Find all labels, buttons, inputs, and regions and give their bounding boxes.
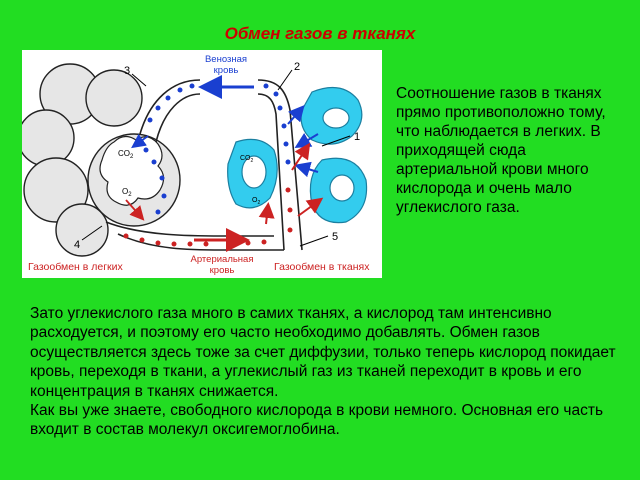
body-paragraph-1: Зато углекислого газа много в самих ткан… xyxy=(30,305,616,400)
tissue-co2-label: CO2 xyxy=(240,155,254,164)
tissue-cells xyxy=(227,86,368,224)
venous-label-line2: кровь xyxy=(214,65,239,76)
lung-diffusion-arrows xyxy=(125,133,149,221)
lung-co2-label: CO2 xyxy=(118,149,134,160)
number-1: 1 xyxy=(354,131,360,143)
number-4: 4 xyxy=(74,239,80,251)
tissue-o2-label: O2 xyxy=(252,197,260,206)
alveolus-inner xyxy=(99,135,165,206)
gas-exchange-diagram: Венозная кровь Артериальная кровь Газооб… xyxy=(22,50,382,278)
tissue-exchange-label: Газообмен в тканях xyxy=(274,261,370,273)
venous-label-line1: Венозная xyxy=(205,54,247,65)
body-text: Зато углекислого газа много в самих ткан… xyxy=(30,304,630,440)
number-3: 3 xyxy=(124,65,130,77)
tissue-diffusion-arrows xyxy=(258,104,324,225)
arterial-capillary xyxy=(105,221,284,251)
number-5: 5 xyxy=(332,231,338,243)
lung-o2-label: O2 xyxy=(122,187,132,198)
venous-blood-cells xyxy=(143,83,291,215)
lung-exchange-label: Газообмен в легких xyxy=(28,261,124,273)
arterial-label-line1: Артериальная xyxy=(191,254,254,265)
diagram-svg: Венозная кровь Артериальная кровь Газооб… xyxy=(22,54,370,276)
body-paragraph-2: Как вы уже знаете, свободного кислорода … xyxy=(30,402,604,439)
callout-lines xyxy=(81,69,351,247)
arterial-label-line2: кровь xyxy=(210,265,235,276)
page-title: Обмен газов в тканях xyxy=(224,24,416,43)
number-2: 2 xyxy=(294,61,300,73)
side-paragraph: Соотношение газов в тканях прямо противо… xyxy=(396,85,606,216)
